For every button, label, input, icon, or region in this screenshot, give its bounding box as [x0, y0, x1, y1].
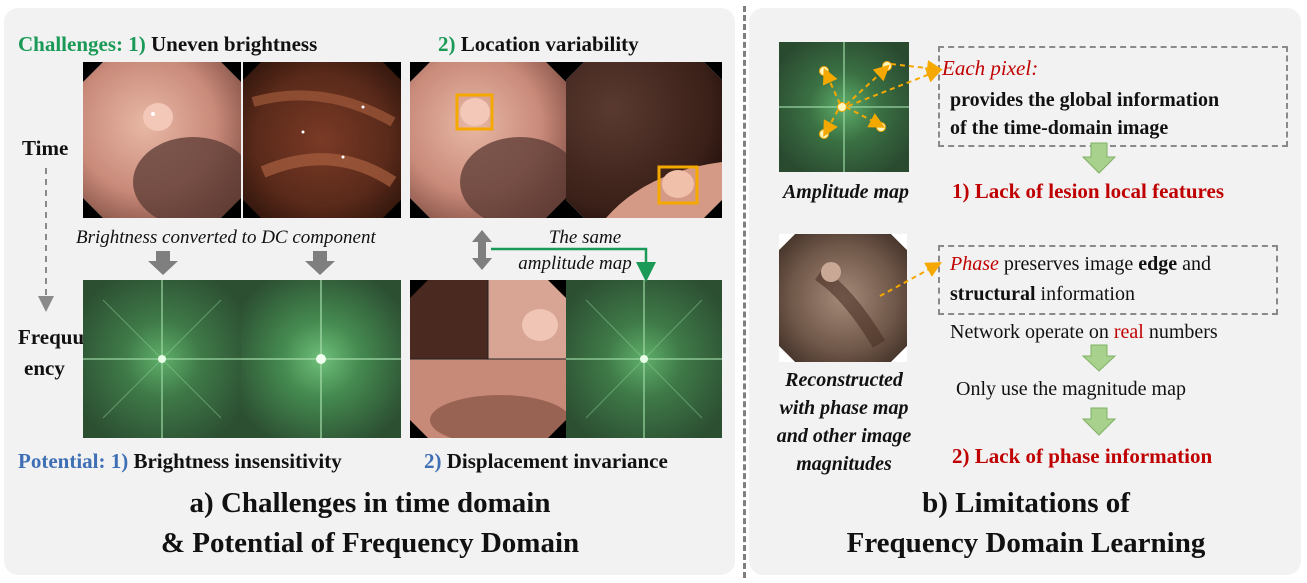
- recon-line4: magnitudes: [796, 453, 892, 475]
- endoscopy-image-lesion-left: [410, 62, 566, 218]
- reconstructed-phase-image: [779, 234, 907, 362]
- network-post: numbers: [1143, 321, 1218, 343]
- amplitude-map-image: [779, 42, 909, 172]
- only-magnitude: Only use the magnitude map: [956, 378, 1186, 400]
- challenge-2-number: 2): [438, 32, 456, 56]
- phase-and: and: [1177, 253, 1212, 275]
- shuffled-endoscopy-image: [410, 280, 566, 438]
- potential-1-text: Brightness insensitivity: [133, 449, 342, 473]
- potential-2-number: 2): [424, 449, 442, 473]
- potential-label: Potential:: [18, 449, 106, 473]
- challenge-1-number: 1): [128, 32, 146, 56]
- recon-line3: and other image: [776, 425, 912, 447]
- phase-word: Phase: [950, 253, 999, 275]
- network-line: Network operate on real numbers: [950, 321, 1218, 344]
- network-pre: Network operate on: [950, 321, 1114, 343]
- caption-b-line2: Frequency Domain Learning: [846, 527, 1206, 559]
- challenges-label: Challenges:: [18, 32, 123, 56]
- frequency-label-part2: ency: [24, 356, 65, 380]
- lack-local-features: 1) Lack of lesion local features: [952, 179, 1224, 203]
- amplitude-spectrum-2: [241, 280, 401, 438]
- potential-heading: Potential: 1) Brightness insensitivity: [18, 449, 342, 474]
- potential-2-heading: 2) Displacement invariance: [424, 449, 668, 474]
- same-amplitude-line2: amplitude map: [518, 253, 632, 274]
- caption-a-line2: & Potential of Frequency Domain: [160, 527, 580, 559]
- each-pixel-label: Each pixel:: [942, 56, 1039, 80]
- amplitude-map-label: Amplitude map: [782, 181, 910, 203]
- potential-1-number: 1): [110, 449, 129, 473]
- frequency-label-part1: Frequu: [18, 325, 85, 349]
- phase-line2: structural information: [950, 283, 1135, 306]
- real-word: real: [1113, 321, 1144, 343]
- lack-phase-info: 2) Lack of phase information: [952, 444, 1213, 468]
- information-word: information: [1035, 283, 1135, 305]
- recon-line1: Reconstructed: [785, 369, 903, 391]
- potential-2-text: Displacement invariance: [446, 449, 668, 473]
- time-label: Time: [22, 136, 69, 160]
- brightness-note: Brightness converted to DC component: [76, 227, 376, 248]
- challenges-heading: Challenges: 1) Uneven brightness: [18, 32, 317, 57]
- phase-mid: preserves image: [998, 253, 1139, 275]
- endoscopy-image-dark: [243, 62, 401, 218]
- challenge-2-text: Location variability: [460, 32, 639, 56]
- edge-word: edge: [1138, 253, 1178, 275]
- amplitude-spectrum-3: [566, 280, 722, 438]
- recon-line2: with phase map: [779, 397, 909, 419]
- challenge-2-heading: 2) Location variability: [438, 32, 639, 57]
- panel-divider: [743, 6, 746, 578]
- global-info-line2: of the time-domain image: [950, 117, 1169, 139]
- endoscopy-image-bright: [83, 62, 241, 218]
- same-amplitude-line1: The same: [548, 227, 622, 248]
- global-info-line1: provides the global information: [950, 89, 1220, 111]
- challenge-1-text: Uneven brightness: [151, 32, 318, 56]
- caption-a-line1: a) Challenges in time domain: [189, 487, 551, 519]
- endoscopy-image-lesion-right: [566, 62, 722, 218]
- phase-line1: Phase preserves image edge and: [950, 253, 1211, 276]
- structural-word: structural: [950, 283, 1036, 305]
- amplitude-spectrum-1: [83, 280, 241, 438]
- caption-b-line1: b) Limitations of: [922, 487, 1130, 519]
- phase-box: [938, 245, 1278, 315]
